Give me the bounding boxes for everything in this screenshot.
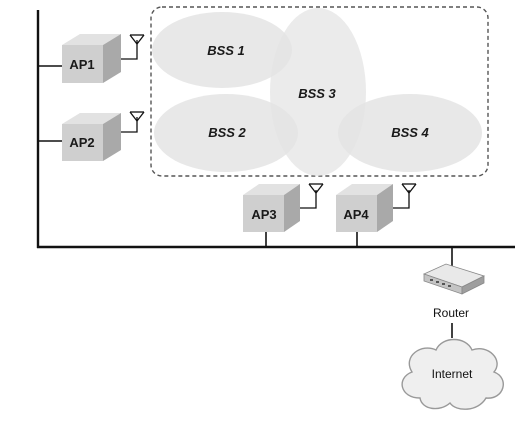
router-icon-side [461, 275, 485, 295]
bss-4-label: BSS 4 [391, 125, 429, 140]
internet-cloud-icon [401, 338, 504, 410]
ap1-box-side [103, 34, 121, 83]
bss-1-area [152, 12, 292, 88]
bss-cells: BSS 1 BSS 2 BSS 3 BSS 4 [152, 8, 482, 176]
ap3-box-front [243, 195, 284, 232]
ess-boundary [150, 6, 489, 177]
bss-1-label: BSS 1 [207, 43, 245, 58]
bss-3-area [270, 8, 366, 176]
ap4-box-front [336, 195, 377, 232]
internet-node: Internet [401, 338, 504, 410]
router-label: Router [433, 306, 469, 320]
bss-4-area [338, 94, 482, 172]
ap2-node: AP2 [38, 111, 145, 161]
ap4-box-side [377, 184, 393, 232]
ap1-node: AP1 [38, 34, 145, 83]
ap4-box-top [336, 184, 393, 195]
ap1-box-front [62, 45, 103, 83]
ap3-label: AP3 [251, 207, 276, 222]
ap1-antenna-icon [121, 34, 145, 60]
ap3-box-side [284, 184, 300, 232]
ap3-node: AP3 [243, 183, 324, 248]
ap3-box-top [243, 184, 300, 195]
router-ports-icon [430, 279, 451, 287]
ap2-box-side [103, 113, 121, 161]
ap2-box-front [62, 124, 103, 161]
ap1-label: AP1 [69, 57, 94, 72]
bss-3-label: BSS 3 [298, 86, 336, 101]
bss-2-label: BSS 2 [208, 125, 246, 140]
ap4-antenna-icon [393, 183, 417, 209]
ap2-label: AP2 [69, 135, 94, 150]
ap3-antenna-icon [300, 183, 324, 209]
ap1-box-top [62, 34, 121, 45]
ap4-label: AP4 [343, 207, 369, 222]
bss-2-area [154, 94, 298, 172]
ap2-box-top [62, 113, 121, 124]
ap4-node: AP4 [336, 183, 417, 248]
router-node: Router [422, 248, 486, 338]
internet-label: Internet [432, 367, 473, 381]
ap2-antenna-icon [121, 111, 145, 133]
